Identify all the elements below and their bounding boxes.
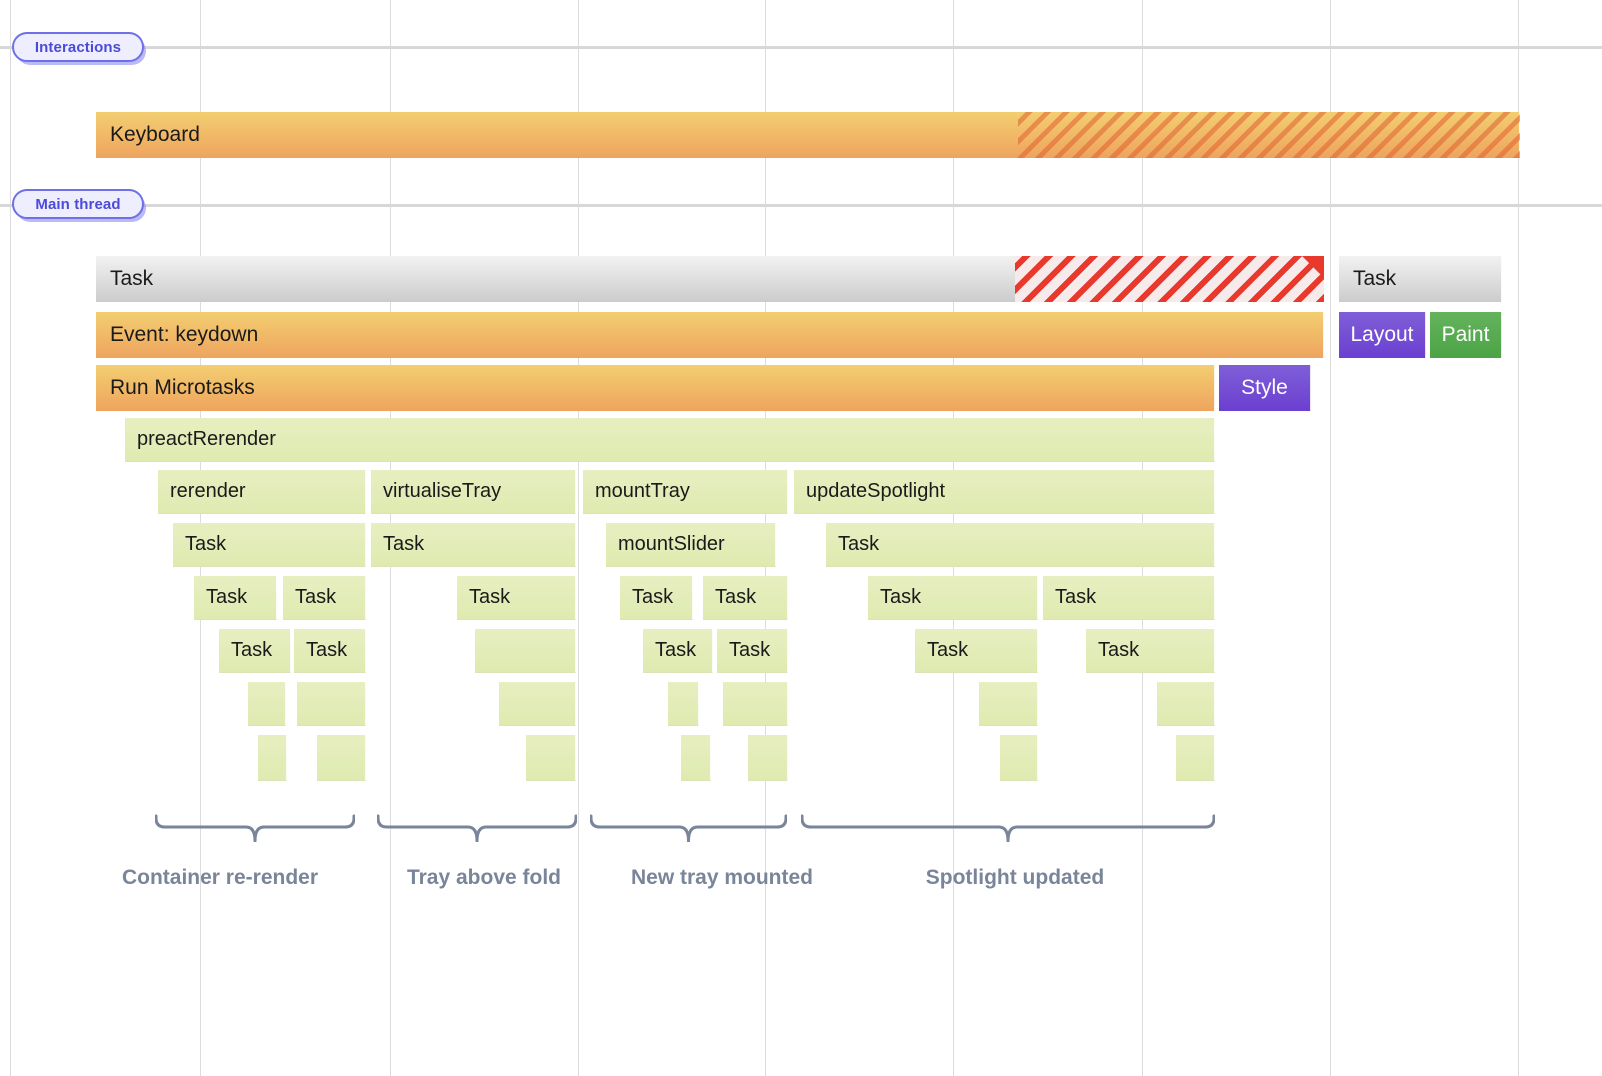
flame-bar-task-d6-1-label: Task <box>295 586 337 608</box>
flame-bar-task-d6-0-label: Task <box>206 586 248 608</box>
flame-bar-unlabeled-d9-2[interactable] <box>526 735 576 781</box>
flame-bar-virtualisetray-d4-1[interactable]: virtualiseTray <box>371 470 576 514</box>
flame-bar-task-d7-5[interactable]: Task <box>915 629 1038 673</box>
flame-bar-unlabeled-d9-6[interactable] <box>1176 735 1215 781</box>
flame-bar-unlabeled-d8-2[interactable] <box>499 682 576 726</box>
flame-bar-style-d2-1-label: Style <box>1241 376 1288 399</box>
track-pill-interactions[interactable]: Interactions <box>12 32 144 62</box>
flame-bar-paint-d1-2[interactable]: Paint <box>1430 312 1502 358</box>
flame-bar-preactrerender-d3-0-label: preactRerender <box>137 428 276 450</box>
flame-bar-task-d6-5[interactable]: Task <box>868 576 1038 620</box>
flame-bar-preactrerender-d3-0[interactable]: preactRerender <box>125 418 1215 462</box>
annotation-brace-2 <box>590 812 787 842</box>
flame-bar-task-d6-2[interactable]: Task <box>457 576 576 620</box>
flame-bar-updatespotlight-d4-3[interactable]: updateSpotlight <box>794 470 1215 514</box>
gridline-0 <box>10 0 11 1076</box>
gridline-7 <box>1330 0 1331 1076</box>
track-pill-interactions-label: Interactions <box>34 38 122 56</box>
track-rule-1 <box>0 204 1602 207</box>
flame-bar-task-d6-1[interactable]: Task <box>283 576 366 620</box>
track-pill-main-thread[interactable]: Main thread <box>12 189 144 219</box>
annotation-label-2: New tray mounted <box>630 866 814 889</box>
flame-bar-task-d7-0[interactable]: Task <box>219 629 291 673</box>
flame-bar-rerender-d4-0[interactable]: rerender <box>158 470 366 514</box>
annotation-brace-3 <box>801 812 1215 842</box>
flame-bar-unlabeled-d7-2[interactable] <box>475 629 576 673</box>
flame-bar-event-keydown-d1-0-label: Event: keydown <box>110 323 259 346</box>
flame-bar-mountslider-d5-2[interactable]: mountSlider <box>606 523 776 567</box>
flame-bar-task-d0-0-label: Task <box>110 267 154 290</box>
flame-bar-task-d7-6-label: Task <box>1098 639 1140 661</box>
gridline-3 <box>578 0 579 1076</box>
flame-bar-task-d6-3-label: Task <box>632 586 674 608</box>
flame-bar-task-d5-3-label: Task <box>838 533 880 555</box>
annotation-label-1: Tray above fold <box>406 866 562 889</box>
annotation-label-3: Spotlight updated <box>925 866 1105 889</box>
flame-bar-unlabeled-d9-1[interactable] <box>317 735 366 781</box>
flame-bar-unlabeled-d8-0[interactable] <box>248 682 286 726</box>
flame-bar-task-d5-1[interactable]: Task <box>371 523 576 567</box>
flame-bar-task-d7-4[interactable]: Task <box>717 629 788 673</box>
flame-bar-task-d7-5-label: Task <box>927 639 969 661</box>
flame-bar-task-d6-6-label: Task <box>1055 586 1097 608</box>
flame-bar-unlabeled-d8-4[interactable] <box>723 682 788 726</box>
flame-bar-unlabeled-d9-0[interactable] <box>258 735 287 781</box>
gridline-8 <box>1518 0 1519 1076</box>
flame-bar-task-d7-4-label: Task <box>729 639 771 661</box>
flame-bar-unlabeled-d9-3[interactable] <box>681 735 711 781</box>
flame-bar-task-d6-2-label: Task <box>469 586 511 608</box>
flame-bar-updatespotlight-d4-3-label: updateSpotlight <box>806 480 946 502</box>
flame-bar-task-d6-0[interactable]: Task <box>194 576 277 620</box>
flame-bar-task-d7-6[interactable]: Task <box>1086 629 1215 673</box>
flame-bar-task-d7-3-label: Task <box>655 639 697 661</box>
annotation-brace-0 <box>155 812 355 842</box>
flame-bar-task-d6-4[interactable]: Task <box>703 576 788 620</box>
flame-bar-task-d5-0-label: Task <box>185 533 227 555</box>
flame-bar-unlabeled-d8-5[interactable] <box>979 682 1038 726</box>
flame-bar-task-d6-3[interactable]: Task <box>620 576 693 620</box>
flame-bar-task-d6-4-label: Task <box>715 586 757 608</box>
annotation-label-0: Container re-render <box>121 866 319 889</box>
flame-bar-mounttray-d4-2-label: mountTray <box>595 480 690 502</box>
flame-bar-task-d6-5-label: Task <box>880 586 922 608</box>
long-task-warning-hatch <box>1015 256 1324 302</box>
flame-bar-layout-d1-1[interactable]: Layout <box>1339 312 1426 358</box>
flame-bar-layout-d1-1-label: Layout <box>1350 323 1414 346</box>
flame-bar-event-keydown-d1-0[interactable]: Event: keydown <box>96 312 1324 358</box>
track-pill-main-thread-label: Main thread <box>35 195 121 213</box>
flame-bar-task-d0-1[interactable]: Task <box>1339 256 1502 302</box>
flame-bar-task-d5-3[interactable]: Task <box>826 523 1215 567</box>
flame-bar-task-d6-6[interactable]: Task <box>1043 576 1215 620</box>
flame-bar-task-d7-3[interactable]: Task <box>643 629 713 673</box>
flame-bar-task-d7-1[interactable]: Task <box>294 629 366 673</box>
flame-bar-paint-d1-2-label: Paint <box>1441 323 1490 346</box>
flame-bar-task-d7-0-label: Task <box>231 639 273 661</box>
flame-bar-run-microtasks-d2-0[interactable]: Run Microtasks <box>96 365 1215 411</box>
flame-bar-task-d0-1-label: Task <box>1353 267 1397 290</box>
flame-bar-virtualisetray-d4-1-label: virtualiseTray <box>383 480 502 502</box>
flame-bar-task-d5-1-label: Task <box>383 533 425 555</box>
annotation-brace-1 <box>377 812 577 842</box>
flame-bar-unlabeled-d8-1[interactable] <box>297 682 366 726</box>
flame-bar-task-d7-1-label: Task <box>306 639 348 661</box>
track-rule-0 <box>0 46 1602 49</box>
flame-bar-unlabeled-d8-6[interactable] <box>1157 682 1215 726</box>
flame-bar-unlabeled-d9-5[interactable] <box>1000 735 1038 781</box>
flame-bar-unlabeled-d9-4[interactable] <box>748 735 788 781</box>
flame-bar-run-microtasks-d2-0-label: Run Microtasks <box>110 376 255 399</box>
flame-bar-style-d2-1[interactable]: Style <box>1219 365 1311 411</box>
flame-bar-mounttray-d4-2[interactable]: mountTray <box>583 470 788 514</box>
flame-bar-mountslider-d5-2-label: mountSlider <box>618 533 725 555</box>
flame-bar-task-d5-0[interactable]: Task <box>173 523 366 567</box>
long-task-corner-flag-icon[interactable] <box>1302 256 1324 278</box>
flame-bar-unlabeled-d8-3[interactable] <box>668 682 699 726</box>
interaction-bar-keyboard-label: Keyboard <box>110 123 200 146</box>
flame-bar-rerender-d4-0-label: rerender <box>170 480 246 502</box>
interaction-delay-hatch <box>1018 112 1520 158</box>
